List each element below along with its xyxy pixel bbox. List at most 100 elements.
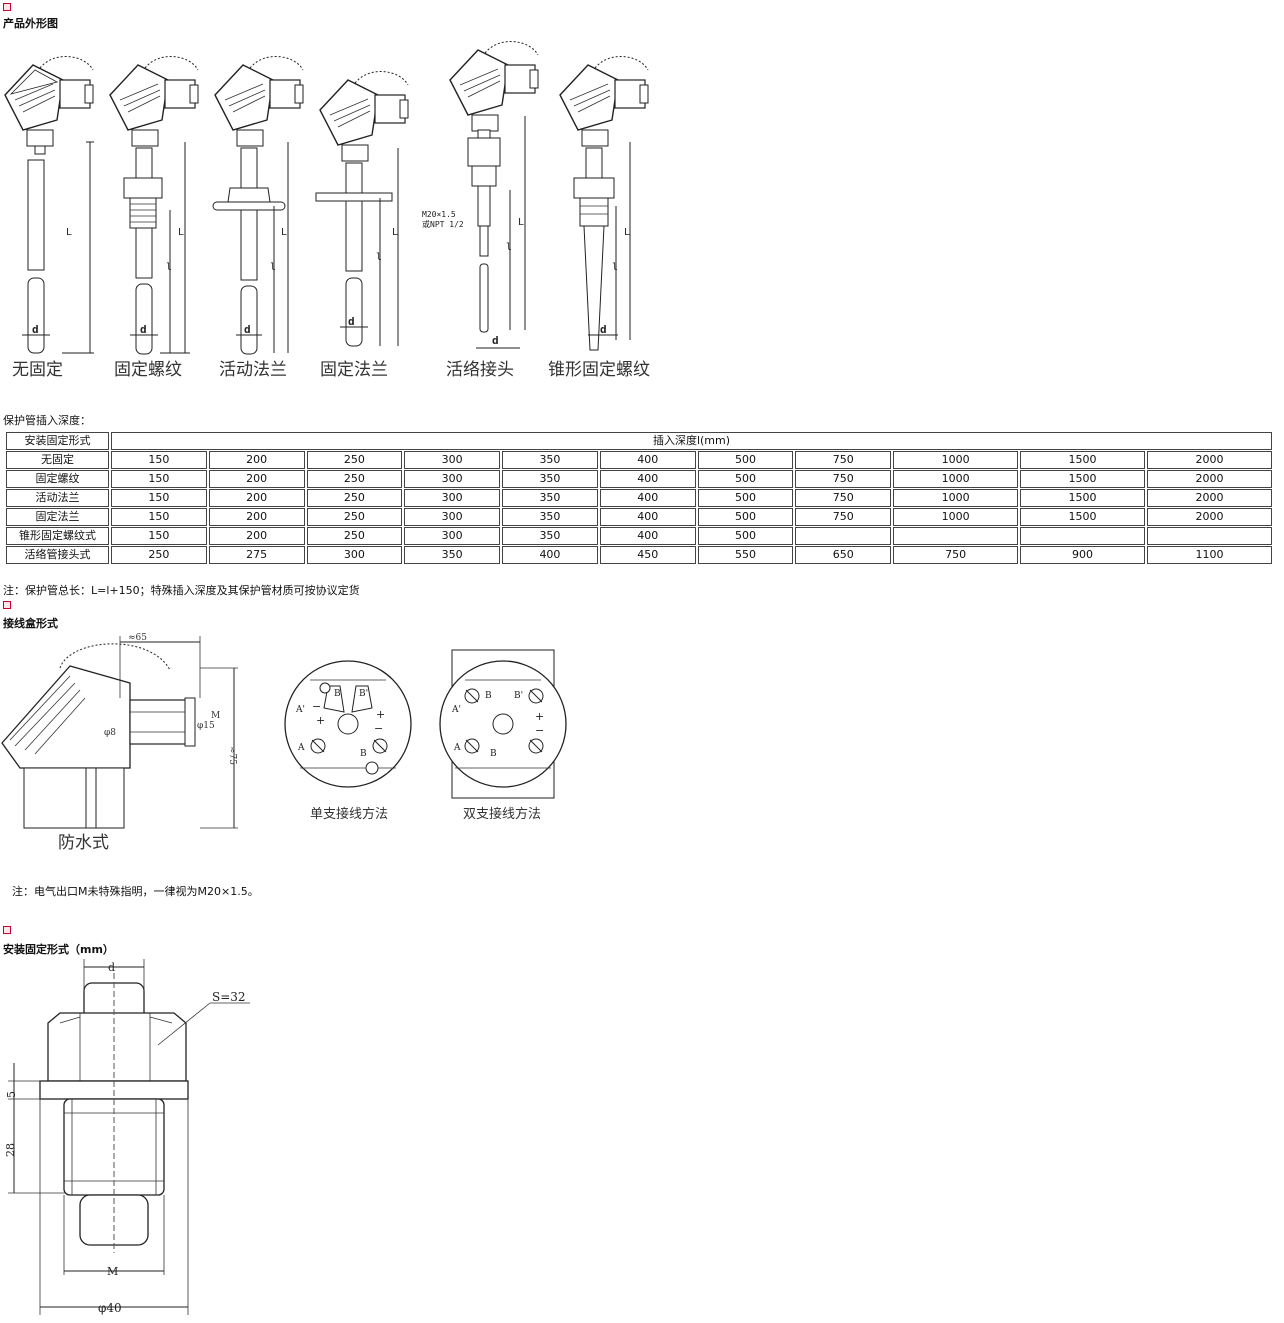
table-cell: 400 [502,546,598,564]
thread-note-2: 或NPT 1/2 [422,219,464,229]
table-cell [795,527,892,545]
caption-fixed-flange: 固定法兰 [320,360,388,380]
section-title-mounting: 安装固定形式（mm） [3,943,114,956]
table-cell: 350 [502,508,598,526]
table-cell: 350 [502,470,598,488]
table-cell: 1100 [1146,546,1272,564]
dim-d-3: d [244,323,251,336]
dim-L-2: L [178,227,184,238]
table-cell: 1500 [1020,451,1145,469]
terminal-b-prime: B' [514,691,523,701]
caption-fixed-thread: 固定螺纹 [114,360,182,380]
section-marker [3,601,11,609]
table-cell: 500 [697,451,794,469]
table-cell: 250 [111,546,207,564]
table-cell [1146,527,1272,545]
dim-l-5: l [506,242,512,253]
single-wiring-diagram: A' B' B A B + + − − [284,660,412,788]
table-row: 固定法兰 150 200 250 300 350 400 500 750 100… [6,508,1272,526]
dim-phi40: φ40 [98,1301,122,1315]
table-cell: 650 [795,546,892,564]
dim-M-mount: M [107,1265,118,1278]
caption-movable-flange: 活动法兰 [219,360,287,380]
table-cell: 450 [599,546,696,564]
plus-sign: + [376,708,385,721]
table-cell: 400 [599,451,696,469]
table-cell: 750 [795,470,892,488]
depth-note: 注：保护管总长：L=l+150；特殊插入深度及其保护管材质可按协议定货 [3,584,360,597]
table-cell: 150 [111,489,207,507]
minus-sign: − [374,722,383,735]
table-row-label: 固定螺纹 [6,470,109,488]
section-title-depth: 保护管插入深度： [3,414,91,427]
dim-d-mount: d [108,961,115,974]
sensor-fixed-thread: L l d [109,55,199,355]
junction-box-side: ≈65 ≈75 φ8 φ15 M [1,633,238,829]
table-cell: 250 [306,508,403,526]
dim-d-6: d [600,323,607,336]
table-header-cell: 插入深度l(mm) [111,432,1272,450]
sensor-unfixed: L d [4,55,94,354]
junction-drawings: ≈65 ≈75 φ8 φ15 M A' B' B A B + + − − [1,633,567,853]
section-marker [3,3,11,11]
table-cell: 400 [599,527,696,545]
table-row-label: 活动法兰 [6,489,109,507]
mounting-drawing: d S=32 5 28 M φ40 [4,959,250,1315]
table-cell: 1000 [893,508,1019,526]
terminal-b: B [485,691,492,701]
section-title-outline: 产品外形图 [3,17,58,30]
terminal-b-lower: B [360,749,367,759]
table-cell: 250 [306,527,403,545]
dim-l-4: l [376,252,382,263]
minus-sign: − [535,724,544,737]
caption-single-wiring: 单支接线方法 [310,806,388,822]
dim-d-1: d [32,323,39,336]
table-cell [893,527,1019,545]
caption-live-joint: 活络接头 [446,360,514,380]
sensor-fixed-flange: L l d [315,70,409,347]
table-cell: 150 [111,527,207,545]
table-cell: 1000 [893,489,1019,507]
electrical-note: 注：电气出口M未特殊指明，一律视为M20×1.5。 [12,885,259,898]
table-cell: 500 [697,489,794,507]
sensor-taper-thread: L l d [559,55,649,351]
table-cell: 250 [306,489,403,507]
table-cell: 750 [795,451,892,469]
dim-65: ≈65 [128,633,147,643]
table-cell: 275 [208,546,305,564]
table-cell [1020,527,1145,545]
table-cell: 300 [404,527,501,545]
table-cell: 300 [404,451,501,469]
plus-sign: + [316,714,325,727]
table-cell: 200 [208,508,305,526]
table-cell: 200 [208,470,305,488]
dim-L-6: L [624,227,630,238]
table-row-label: 固定法兰 [6,508,109,526]
table-row-label: 锥形固定螺纹式 [6,527,109,545]
terminal-b-prime: B' [359,689,368,699]
table-cell: 250 [306,451,403,469]
table-cell: 150 [111,451,207,469]
dim-l-6: l [612,262,618,273]
terminal-a-prime: A' [295,705,305,715]
table-cell: 300 [404,489,501,507]
caption-taper-thread: 锥形固定螺纹 [548,360,650,380]
table-cell: 750 [795,508,892,526]
dim-s32: S=32 [212,990,246,1004]
dim-5: 5 [5,1091,18,1098]
sensor-live-joint: L l M20×1.5 或NPT 1/2 d [422,40,539,349]
table-row: 锥形固定螺纹式 150 200 250 300 350 400 500 [6,527,1272,545]
sensor-movable-flange: L l d [212,55,304,355]
table-cell: 350 [502,451,598,469]
table-cell: 350 [404,546,501,564]
section-marker [3,926,11,934]
table-cell: 1000 [893,451,1019,469]
table-cell: 350 [502,527,598,545]
table-cell: 300 [404,470,501,488]
thread-note-1: M20×1.5 [422,210,456,219]
dim-d-2: d [140,323,147,336]
table-cell: 500 [697,508,794,526]
caption-double-wiring: 双支接线方法 [463,806,541,822]
table-cell: 200 [208,527,305,545]
caption-unfixed: 无固定 [12,360,63,380]
